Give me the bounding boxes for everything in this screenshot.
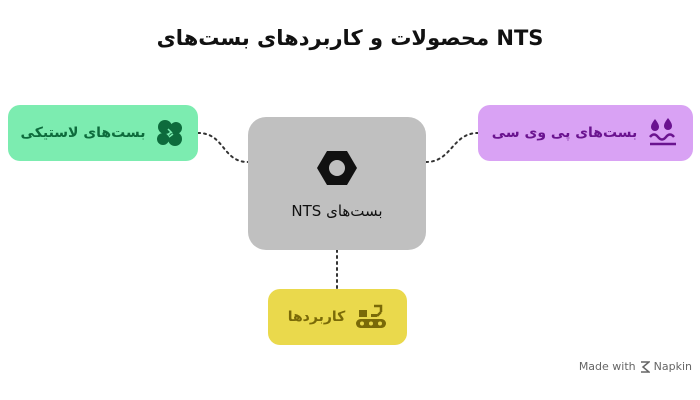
rubber-clamps-node: بست‌های لاستیکی	[8, 105, 198, 161]
watermark-brand: Napkin	[653, 360, 692, 373]
center-node: بست‌های NTS	[248, 117, 426, 250]
rubber-clamps-label: بست‌های لاستیکی	[20, 125, 146, 141]
pvc-drops-icon	[647, 117, 679, 149]
watermark-prefix: Made with	[578, 360, 636, 373]
applications-label: کاربردها	[287, 309, 346, 325]
connector-rubber	[197, 132, 249, 163]
applications-node: کاربردها	[268, 289, 407, 345]
pvc-clamps-node: بست‌های پی وی سی	[478, 105, 693, 161]
center-node-label: بست‌های NTS	[291, 201, 383, 220]
napkin-logo-icon	[640, 360, 650, 373]
diagram-title: NTS محصولات و کاربردهای بست‌های	[156, 26, 544, 50]
made-with-napkin-watermark[interactable]: Made with Napkin	[579, 360, 692, 373]
hex-nut-icon	[317, 148, 357, 188]
pvc-clamps-label: بست‌های پی وی سی	[491, 125, 638, 141]
conveyor-robot-icon	[355, 302, 387, 332]
connector-pvc	[425, 132, 479, 163]
rubber-cluster-icon	[155, 118, 185, 148]
